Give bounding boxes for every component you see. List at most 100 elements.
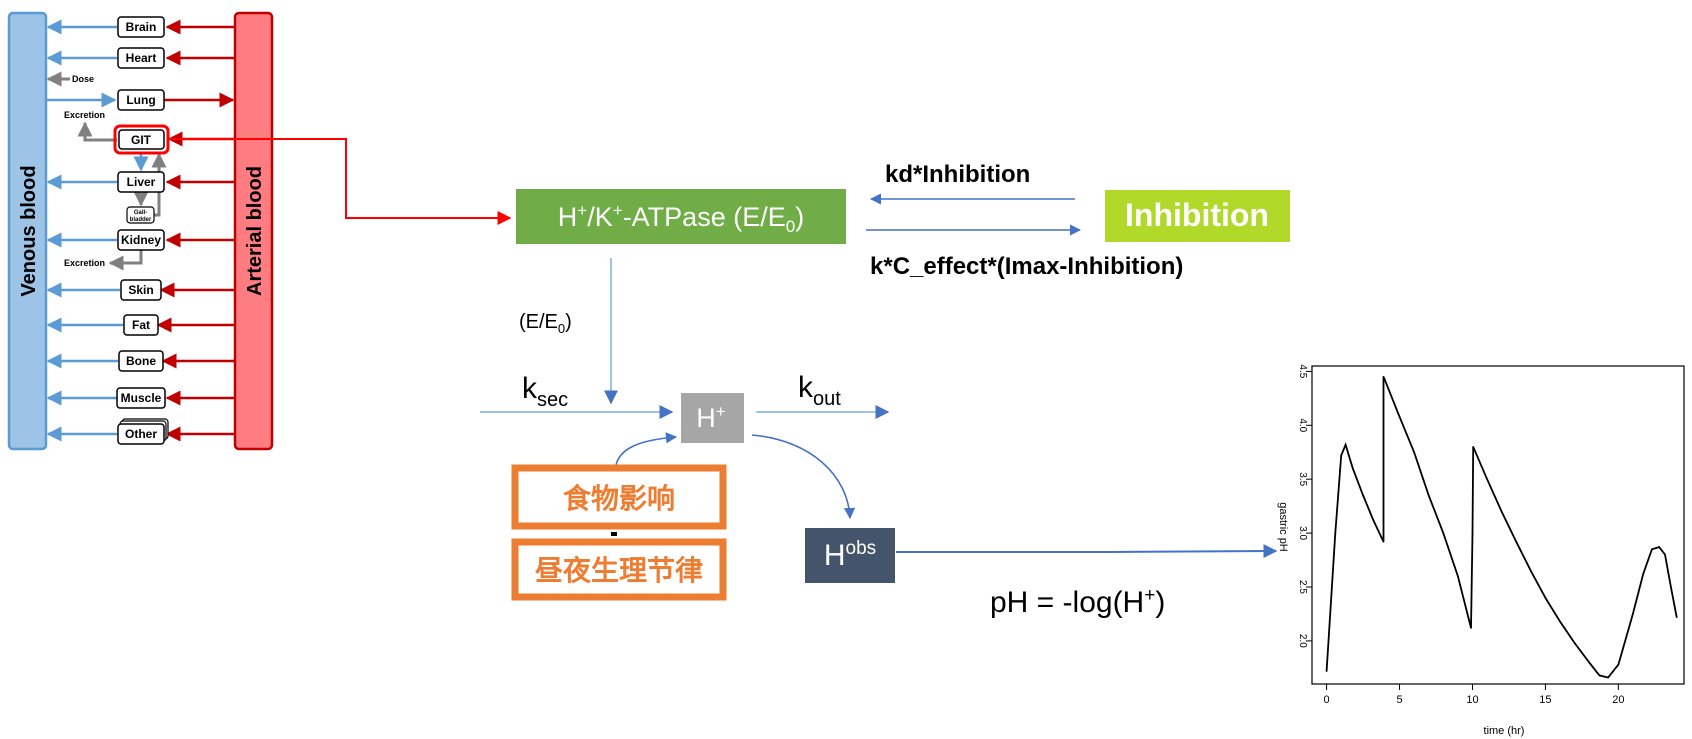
organ-bone[interactable]: Bone [118, 350, 164, 372]
connector-dot [611, 532, 617, 536]
arrow-h-to-hobs [751, 434, 856, 520]
organ-label-fat: Fat [132, 318, 150, 332]
organ-box-kidney [117, 229, 165, 251]
chart-point [1362, 494, 1364, 497]
chart-ylabel: gastric pH [1277, 502, 1289, 552]
organ-fat[interactable]: Fat [123, 314, 159, 336]
x-tick-label: 0 [1324, 694, 1330, 706]
ph-equation: pH = -log(H+) [990, 585, 1165, 619]
chart-point [1573, 642, 1576, 644]
organ-git[interactable]: GIT [113, 124, 170, 155]
y-tick-label: 2.5 [1297, 580, 1308, 594]
organ-box-muscle [116, 387, 166, 409]
git-to-atpase-arrow [168, 138, 512, 225]
y-tick-label: 3.0 [1297, 526, 1308, 540]
food-effect-label: 食物影响 [563, 482, 675, 514]
excretion-label-kidney: Excretion [64, 258, 105, 268]
organ-label-liver: Liver [127, 175, 156, 189]
organ-liver[interactable]: Liver [117, 171, 165, 193]
organ-heart[interactable]: Heart [117, 47, 165, 69]
organ-box-lung [117, 89, 165, 111]
ph-sup: + [1144, 585, 1155, 606]
circadian-label: 昼夜生理节律 [535, 554, 703, 586]
organ-skin[interactable]: Skin [120, 279, 162, 301]
organ-kidney[interactable]: Kidney [117, 229, 165, 251]
venous-blood-column [7, 11, 48, 451]
inhibition-box [1105, 190, 1290, 242]
chart-point [1486, 478, 1488, 480]
chart-series-line [1325, 376, 1678, 679]
organ-label-skin: Skin [128, 283, 153, 297]
food-effect-node[interactable]: 食物影响 [511, 464, 727, 530]
organ-muscle[interactable]: Muscle [116, 387, 166, 409]
chart-point [1658, 546, 1660, 548]
chart-points [1325, 375, 1678, 679]
organ-label-bone: Bone [126, 354, 156, 368]
organ-box-skin [120, 279, 162, 301]
atpase-close: ) [795, 202, 804, 232]
arrow-food-to-h [615, 432, 678, 466]
chart-point [1651, 548, 1653, 551]
y-tick-label: 4.5 [1297, 364, 1308, 378]
inhibition-label: Inhibition [1125, 197, 1269, 233]
venous-flow-arrows [46, 19, 149, 442]
chart-point [1607, 676, 1609, 679]
gallbladder[interactable]: Gall- bladder [126, 206, 155, 224]
chart-point [1372, 519, 1375, 521]
ph-suffix: ) [1155, 586, 1165, 619]
organ-label-muscle: Muscle [121, 391, 162, 405]
h-node[interactable]: H+ [681, 393, 744, 443]
organ-other[interactable]: Other [117, 418, 169, 445]
chart-point [1325, 670, 1328, 672]
circadian-node[interactable]: 昼夜生理节律 [511, 538, 727, 601]
atpase-label: H+/K+-ATPase (E/E0) [558, 201, 804, 236]
chart-point [1642, 573, 1644, 575]
kout-label: kout [798, 371, 841, 410]
chart-point [1515, 540, 1518, 543]
chart-point [1530, 570, 1532, 572]
ratio-sub: 0 [558, 321, 565, 336]
hobs-sup: obs [846, 538, 877, 559]
gallbladder-label-line1: Gall- [134, 210, 147, 216]
chart-point [1352, 467, 1354, 470]
hobs-node[interactable]: Hobs [805, 528, 895, 583]
h-label: H+ [696, 402, 726, 433]
chart-point [1664, 553, 1666, 556]
chart-point [1384, 379, 1386, 381]
hobs-box [805, 528, 895, 583]
organ-label-git: GIT [131, 133, 152, 147]
chart-point [1598, 674, 1601, 677]
arrow-git-excretion [77, 121, 117, 142]
chart-point [1344, 443, 1347, 446]
ph-prefix: pH = -log(H [990, 586, 1144, 619]
y-tick-label: 4.0 [1297, 418, 1308, 432]
organ-lung[interactable]: Lung [117, 89, 165, 111]
pbpk-model: Venous blood Arterial blood [7, 11, 274, 451]
atpase-box [516, 189, 846, 244]
venous-blood-label: Venous blood [18, 165, 40, 296]
ratio-close: ) [565, 311, 572, 333]
atpase-h: H [558, 202, 578, 232]
chart-point [1588, 661, 1590, 664]
chart-point [1340, 454, 1342, 457]
organ-brain[interactable]: Brain [117, 16, 165, 38]
atpase-sub: 0 [786, 217, 795, 236]
organ-box-fat [123, 314, 159, 336]
excretion-label-git: Excretion [64, 110, 105, 120]
chart-point [1670, 586, 1672, 588]
organ-label-heart: Heart [126, 51, 157, 65]
chart-xlabel: time (hr) [1484, 725, 1525, 737]
organ-box-brain [117, 16, 165, 38]
chart-point [1413, 451, 1415, 454]
organ-label-brain: Brain [126, 20, 157, 34]
arrow-kidney-excretion [108, 249, 143, 271]
h-box [681, 393, 744, 443]
atpase-node[interactable]: H+/K+-ATPase (E/E0) [516, 189, 846, 244]
arrow-hobs-to-chart [896, 544, 1278, 559]
inhibition-node[interactable]: Inhibition [1105, 190, 1290, 242]
chart-point [1334, 532, 1337, 534]
circadian-box [511, 538, 727, 601]
